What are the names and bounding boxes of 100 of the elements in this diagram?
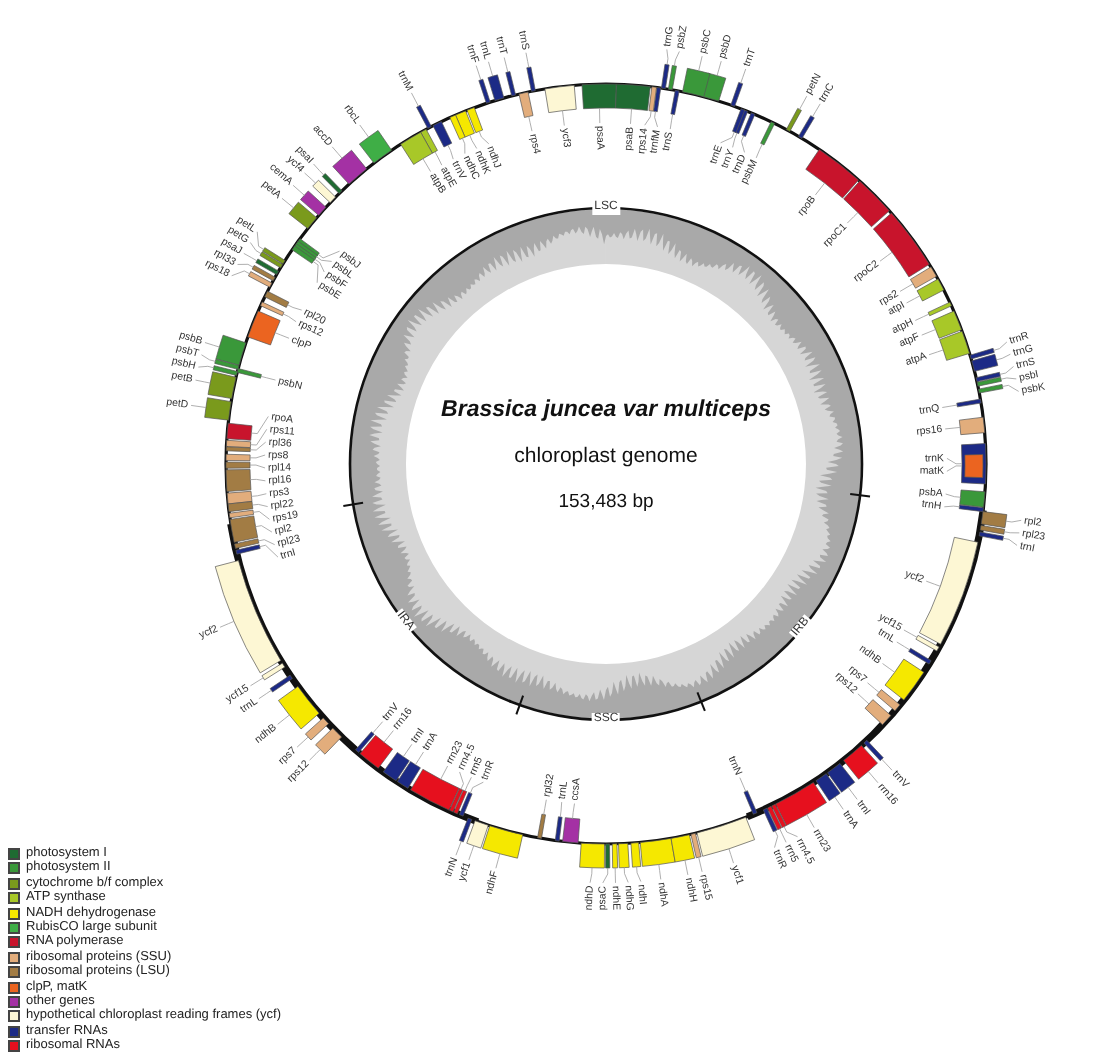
- leader-line: [815, 182, 826, 196]
- gene-block: [505, 71, 516, 97]
- gene-block: [927, 301, 952, 317]
- leader-line: [921, 329, 936, 336]
- leader-line: [995, 353, 1011, 361]
- gene-block: [487, 74, 505, 101]
- gene-block: [248, 271, 273, 288]
- gene-block: [805, 149, 859, 199]
- leader-line: [282, 313, 297, 323]
- gene-block: [459, 817, 473, 843]
- gene-block: [971, 353, 999, 372]
- gene-block: [798, 115, 815, 139]
- gene-block: [611, 843, 618, 869]
- gene-block: [226, 439, 252, 448]
- leader-line: [249, 242, 262, 255]
- genome-title: Brassica juncea var multiceps: [441, 398, 771, 422]
- leader-line: [469, 134, 478, 149]
- leader-line: [440, 765, 449, 780]
- leader-line: [250, 428, 268, 446]
- leader-line: [834, 796, 844, 810]
- gene-block: [400, 131, 433, 165]
- leader-line: [1002, 537, 1018, 546]
- gene-block: [382, 752, 410, 782]
- leader-line: [274, 332, 290, 339]
- leader-line: [249, 441, 267, 451]
- leader-line: [422, 158, 431, 172]
- leader-line: [774, 830, 779, 848]
- leader-line: [698, 55, 703, 72]
- gene-block: [255, 258, 279, 275]
- leader-line: [249, 464, 266, 469]
- gene-block: [537, 813, 546, 839]
- gene-block: [225, 469, 252, 492]
- leader-line: [599, 107, 601, 124]
- leader-line: [846, 212, 859, 224]
- gene-block: [228, 509, 254, 519]
- leader-line: [847, 786, 858, 800]
- leader-line: [779, 828, 787, 843]
- gene-block: [332, 149, 367, 185]
- leader-line: [658, 864, 662, 880]
- gene-block: [696, 817, 755, 857]
- gene-block: [961, 443, 987, 485]
- gene-block: [466, 820, 489, 849]
- leader-line: [251, 493, 267, 497]
- gene-block: [760, 121, 775, 146]
- gene-block: [958, 504, 984, 512]
- leader-line: [464, 776, 472, 792]
- leader-line: [732, 132, 738, 148]
- leader-line: [383, 730, 394, 743]
- leader-line: [503, 57, 509, 73]
- gene-block: [964, 454, 984, 478]
- gene-block: [225, 446, 251, 452]
- gene-block: [863, 740, 884, 762]
- leader-line: [402, 743, 413, 758]
- gene-block: [459, 792, 473, 817]
- leader-line: [882, 663, 896, 673]
- leader-line: [250, 416, 269, 434]
- gene-block: [843, 180, 890, 228]
- leader-line: [928, 349, 944, 356]
- leader-line: [739, 777, 747, 792]
- gene-block: [305, 717, 329, 741]
- leader-line: [277, 714, 290, 725]
- leader-line: [316, 256, 333, 262]
- leader-line: [879, 251, 893, 262]
- leader-line: [666, 49, 669, 66]
- leader-line: [256, 231, 265, 250]
- gene-block: [207, 371, 237, 399]
- leader-line: [644, 110, 652, 126]
- gene-block: [300, 190, 327, 216]
- leader-line: [237, 263, 254, 268]
- leader-line: [867, 770, 879, 784]
- gene-block: [815, 773, 841, 802]
- gene-block: [958, 416, 986, 435]
- gene-block: [762, 807, 778, 833]
- leader-line: [806, 814, 815, 828]
- gene-block: [204, 397, 232, 421]
- leader-line: [741, 135, 745, 153]
- gene-block: [410, 768, 460, 811]
- leader-line: [941, 404, 958, 408]
- leader-line: [589, 867, 593, 884]
- leader-line: [201, 354, 216, 362]
- gene-block: [975, 371, 1001, 382]
- gene-block: [478, 78, 491, 104]
- gene-block: [630, 842, 642, 868]
- leader-line: [740, 68, 747, 84]
- gene-block: [453, 789, 468, 815]
- leader-line: [783, 826, 798, 838]
- gene-block: [682, 67, 711, 98]
- leader-line: [468, 845, 475, 861]
- gene-block: [312, 179, 336, 203]
- gene-block: [648, 86, 657, 112]
- gene-block: [321, 173, 343, 194]
- gene-block: [959, 489, 986, 508]
- leader-line: [944, 427, 961, 430]
- leader-line: [314, 258, 325, 273]
- gene-block: [260, 301, 285, 317]
- genome-subtitle: chloroplast genome: [514, 444, 698, 468]
- leader-line: [857, 693, 870, 705]
- gene-block: [226, 490, 253, 505]
- leader-line: [459, 771, 464, 790]
- gene-block: [670, 834, 695, 863]
